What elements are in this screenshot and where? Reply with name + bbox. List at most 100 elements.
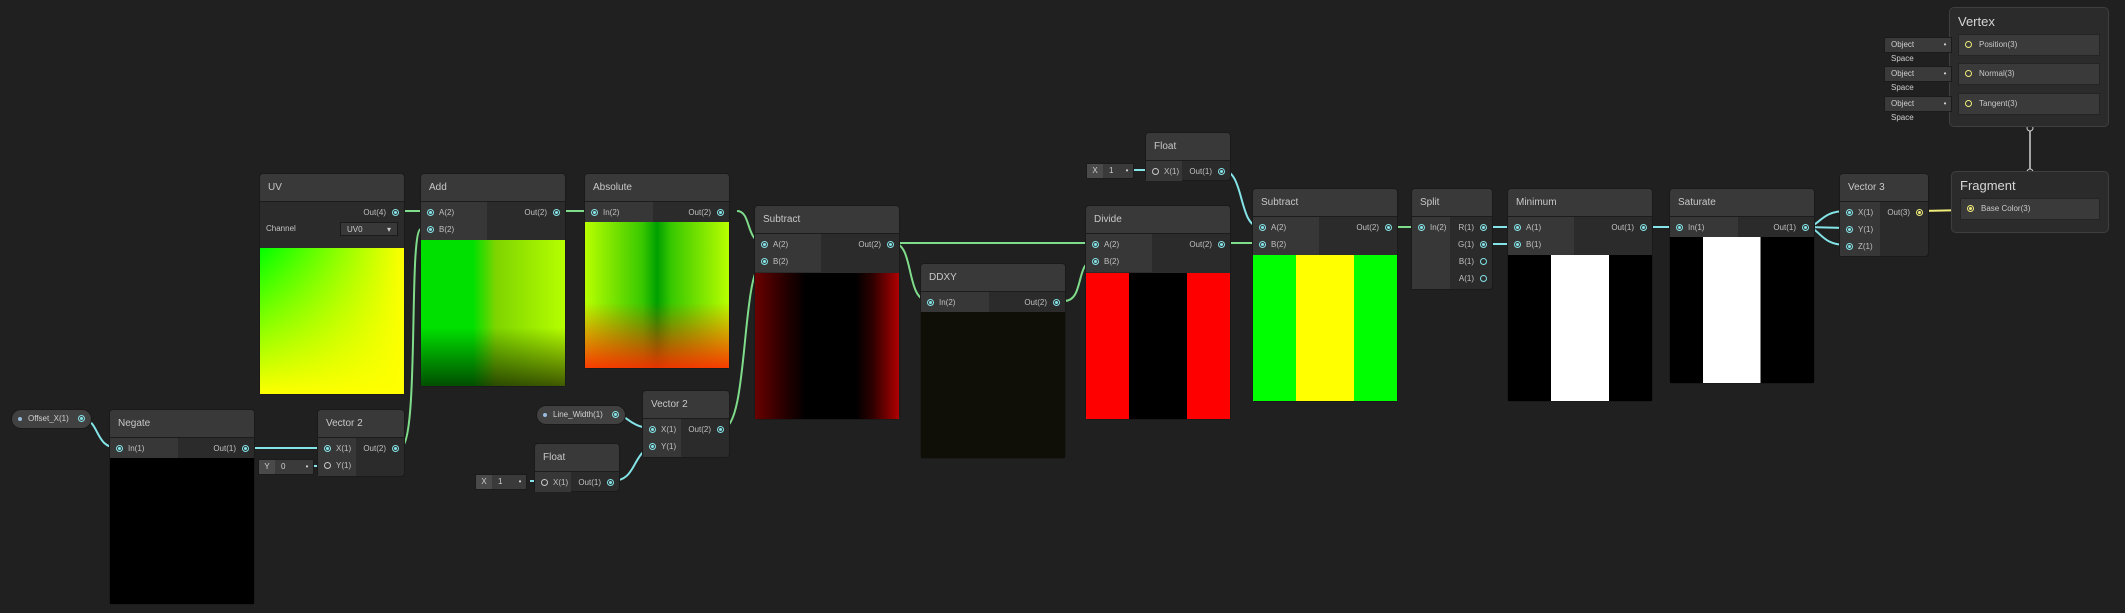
port-out[interactable]: Out(2) (524, 204, 565, 221)
port-dot-icon[interactable] (1916, 209, 1923, 216)
port-in[interactable]: In(1) (110, 440, 144, 457)
port-dot-icon[interactable] (77, 415, 85, 422)
port-dot-icon[interactable] (242, 445, 249, 452)
node-absolute[interactable]: Absolute In(2) Out(2) (585, 174, 729, 368)
port-in-b[interactable]: B(2) (755, 253, 788, 270)
property-offset-x[interactable]: Offset_X(1) (12, 410, 91, 428)
port-dot-icon[interactable] (1218, 241, 1225, 248)
port-out-b[interactable]: B(1) (1459, 253, 1492, 270)
port-in[interactable]: In(1) (1670, 219, 1704, 236)
port-in-a[interactable]: A(1) (1508, 219, 1541, 236)
port-in-b[interactable]: B(2) (421, 221, 454, 238)
port-dot-icon[interactable] (1053, 299, 1060, 306)
port-dot-icon[interactable] (591, 209, 598, 216)
port-dot-icon[interactable] (1480, 241, 1487, 248)
port-out-a[interactable]: A(1) (1459, 270, 1492, 287)
port-in-x[interactable]: X(1) (1840, 204, 1873, 221)
port-dot-icon[interactable] (1846, 243, 1853, 250)
port-dot-icon[interactable] (1965, 100, 1972, 107)
port-dot-icon[interactable] (1092, 241, 1099, 248)
port-dot-icon[interactable] (1514, 241, 1521, 248)
port-dot-icon[interactable] (1385, 224, 1392, 231)
port-dot-icon[interactable] (1514, 224, 1521, 231)
node-vector2-b[interactable]: Vector 2 X(1) Y(1) Out(2) (643, 391, 729, 457)
port-dot-icon[interactable] (1152, 168, 1159, 175)
port-dot-icon[interactable] (427, 209, 434, 216)
node-split[interactable]: Split In(2) R(1) G(1) B(1) A(1) (1412, 189, 1492, 289)
node-vector3[interactable]: Vector 3 X(1) Y(1) Z(1) Out(3) (1840, 174, 1928, 256)
port-dot-icon[interactable] (887, 241, 894, 248)
port-dot-icon[interactable] (1640, 224, 1647, 231)
port-dot-icon[interactable] (717, 426, 724, 433)
port-dot-icon[interactable] (553, 209, 560, 216)
master-vertex[interactable]: Vertex Position(3) Normal(3) Tangent(3) (1950, 8, 2108, 126)
port-dot-icon[interactable] (1218, 168, 1225, 175)
port-in[interactable]: X(1) (535, 474, 568, 491)
port-dot-icon[interactable] (1676, 224, 1683, 231)
port-dot-icon[interactable] (116, 445, 123, 452)
port-dot-icon[interactable] (649, 426, 656, 433)
node-float-top[interactable]: Float X(1) Out(1) (1146, 133, 1230, 181)
vector2-y-field[interactable]: Y 0 • (258, 459, 314, 475)
port-dot-icon[interactable] (324, 462, 331, 469)
port-out[interactable]: Out(2) (1189, 236, 1230, 253)
port-dot-icon[interactable] (607, 479, 614, 486)
port-in-a[interactable]: A(2) (1253, 219, 1286, 236)
port-out[interactable]: Out(1) (1611, 219, 1652, 236)
port-dot-icon[interactable] (1092, 258, 1099, 265)
object-space-normal[interactable]: Object Space• (1884, 66, 1952, 92)
channel-dropdown[interactable]: UV0▾ (340, 222, 398, 236)
port-dot-icon[interactable] (392, 445, 399, 452)
port-dot-icon[interactable] (1259, 224, 1266, 231)
port-out-g[interactable]: G(1) (1458, 236, 1492, 253)
port-dot-icon[interactable] (1965, 41, 1972, 48)
port-dot-icon[interactable] (611, 411, 619, 418)
port-out[interactable]: Out(1) (1189, 163, 1230, 180)
port-dot-icon[interactable] (1965, 70, 1972, 77)
object-space-tangent[interactable]: Object Space• (1884, 96, 1952, 122)
block-base-color[interactable]: Base Color(3) (1960, 198, 2100, 220)
port-dot-icon[interactable] (1259, 241, 1266, 248)
port-out[interactable]: Out(4) (363, 204, 404, 221)
port-dot-icon[interactable] (541, 479, 548, 486)
port-dot-icon[interactable] (1418, 224, 1425, 231)
node-subtract-2[interactable]: Subtract A(2) B(2) Out(2) (1253, 189, 1397, 401)
master-fragment[interactable]: Fragment Base Color(3) (1952, 172, 2108, 232)
object-space-position[interactable]: Object Space• (1884, 37, 1952, 63)
port-in-b[interactable]: B(1) (1508, 236, 1541, 253)
port-in[interactable]: In(2) (1412, 219, 1446, 236)
node-negate[interactable]: Negate In(1) Out(1) (110, 410, 254, 604)
port-in-b[interactable]: B(2) (1086, 253, 1119, 270)
port-dot-icon[interactable] (324, 445, 331, 452)
float-bottom-x-field[interactable]: X 1 • (475, 474, 527, 490)
port-out[interactable]: Out(2) (1356, 219, 1397, 236)
node-divide[interactable]: Divide A(2) B(2) Out(2) (1086, 206, 1230, 419)
port-in-z[interactable]: Z(1) (1840, 238, 1873, 255)
port-dot-icon[interactable] (1480, 275, 1487, 282)
port-in-y[interactable]: Y(1) (318, 457, 351, 474)
float-top-x-field[interactable]: X 1 • (1086, 163, 1134, 179)
port-dot-icon[interactable] (1480, 224, 1487, 231)
port-in-y[interactable]: Y(1) (643, 438, 676, 455)
port-out[interactable]: Out(2) (688, 421, 729, 438)
node-ddxy[interactable]: DDXY In(2) Out(2) (921, 264, 1065, 458)
node-minimum[interactable]: Minimum A(1) B(1) Out(1) (1508, 189, 1652, 401)
port-dot-icon[interactable] (1846, 226, 1853, 233)
port-dot-icon[interactable] (427, 226, 434, 233)
port-dot-icon[interactable] (1480, 258, 1487, 265)
port-in-b[interactable]: B(2) (1253, 236, 1286, 253)
port-in[interactable]: In(2) (585, 204, 619, 221)
port-dot-icon[interactable] (392, 209, 399, 216)
port-dot-icon[interactable] (1846, 209, 1853, 216)
block-position[interactable]: Position(3) (1958, 34, 2100, 56)
node-subtract-1[interactable]: Subtract A(2) B(2) Out(2) (755, 206, 899, 419)
port-out[interactable]: Out(1) (213, 440, 254, 457)
port-dot-icon[interactable] (761, 241, 768, 248)
port-in-x[interactable]: X(1) (318, 440, 351, 457)
port-out-r[interactable]: R(1) (1458, 219, 1492, 236)
block-normal[interactable]: Normal(3) (1958, 63, 2100, 85)
port-in-a[interactable]: A(2) (421, 204, 454, 221)
port-out[interactable]: Out(1) (578, 474, 619, 491)
port-in[interactable]: X(1) (1146, 163, 1179, 180)
port-dot-icon[interactable] (1802, 224, 1809, 231)
